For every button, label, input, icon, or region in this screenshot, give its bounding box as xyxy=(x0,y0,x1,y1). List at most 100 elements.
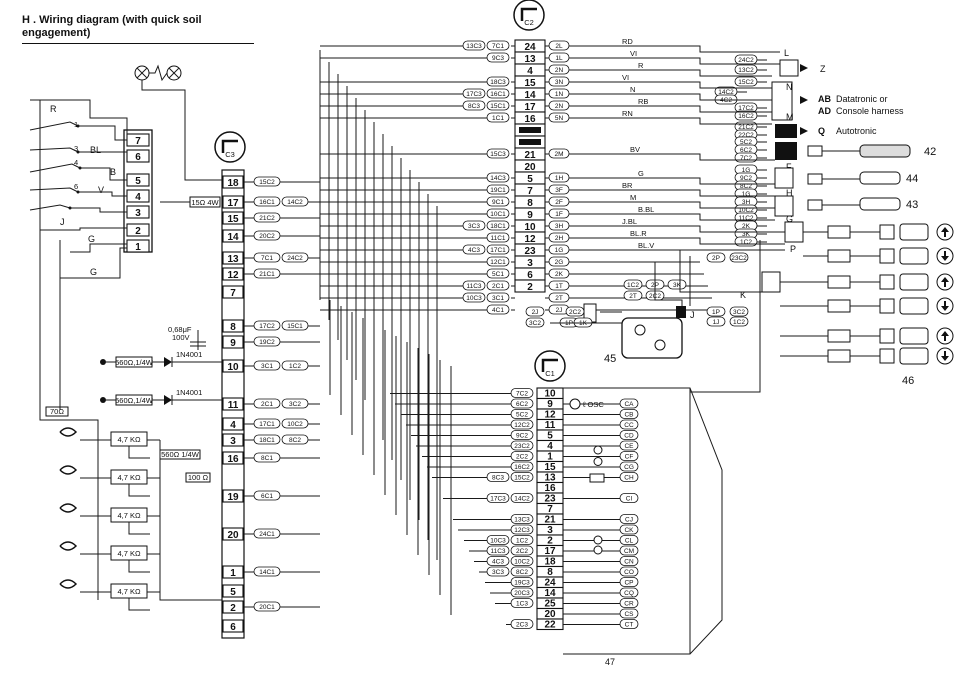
wire-tag: 1F xyxy=(548,208,570,219)
wire-tag: 1P xyxy=(706,306,726,317)
wire-tag-label: CF xyxy=(625,454,634,461)
wire-tag-label: 6C2 xyxy=(740,147,752,154)
pin-number: 4 xyxy=(230,420,236,431)
pin-box xyxy=(222,285,244,299)
left-wire-label-v: V xyxy=(98,185,104,195)
wire-tag-oval xyxy=(619,619,639,629)
connector-c1-pin: 3 xyxy=(536,523,564,536)
wire-tag-label: 7C1 xyxy=(261,255,273,262)
wire-tag: CM xyxy=(619,545,639,556)
wire-tag-label: 14C3 xyxy=(490,175,506,182)
wire-tag-oval xyxy=(619,430,639,440)
wire-tag: 3C3 xyxy=(462,220,486,231)
pin-number: 3 xyxy=(527,258,533,269)
wire-tag-label: 2F xyxy=(555,199,563,206)
wire-tag: 3H xyxy=(548,220,570,231)
oscillator-icon xyxy=(569,398,581,410)
pin-box xyxy=(222,229,244,243)
module-47-label: 47 xyxy=(605,657,615,667)
wire-tag-label: 2G xyxy=(555,259,564,266)
connector-c3-pin: 16 xyxy=(222,451,244,465)
wire-tag-label: 1C2 xyxy=(627,282,639,289)
wire-tag-oval xyxy=(510,535,534,545)
pin-number: 3 xyxy=(547,525,553,536)
wire-tag-label: 2N xyxy=(555,103,564,110)
wire-tag: 1T xyxy=(548,280,570,291)
wire-tag: 2G xyxy=(548,256,570,267)
connector-f-label: F xyxy=(786,162,792,172)
connector-c2-pin: 23 xyxy=(514,243,546,257)
wire-tag-oval xyxy=(619,535,639,545)
diode-icon xyxy=(164,395,172,405)
wire xyxy=(39,100,99,440)
wire-tag: 24C1 xyxy=(253,528,281,539)
connector-c2-pin: 17 xyxy=(514,99,546,113)
wire xyxy=(70,207,127,213)
sensor-icon xyxy=(59,541,78,551)
pin-number: 24 xyxy=(524,42,536,53)
gauge-icon xyxy=(593,535,603,545)
wire-tag: 20C2 xyxy=(253,230,281,241)
wire-tag-label: 9C3 xyxy=(492,55,504,62)
wire-tag-label: 20C3 xyxy=(514,590,530,597)
wire-tag: 1C2 xyxy=(729,316,749,327)
wire-tag: 1C3 xyxy=(510,598,534,608)
solenoid-body xyxy=(879,348,895,364)
connector-c1-pin: 21 xyxy=(536,513,564,526)
left-wire-label-bl: BL xyxy=(90,145,101,155)
valve-45-body xyxy=(621,317,683,359)
wire xyxy=(679,250,762,293)
pin-box xyxy=(126,223,150,237)
solenoid-plug xyxy=(827,225,851,239)
wire-tag-oval xyxy=(510,472,534,482)
wire xyxy=(128,598,150,611)
connector-c3-pin: 19 xyxy=(222,489,244,503)
pin-number: 6 xyxy=(230,622,236,633)
wire-tag-oval xyxy=(729,316,749,327)
pin-box xyxy=(222,489,244,503)
wire-tag-oval xyxy=(486,88,510,99)
pin-number: 13 xyxy=(227,254,239,265)
wire-tag-label: 1J xyxy=(713,319,720,326)
wire-tag-label: 2K xyxy=(742,223,751,230)
left-wire-label-b: B xyxy=(110,167,116,177)
connector-c1-pin: 1 xyxy=(536,450,564,463)
wire-tag: 13C3 xyxy=(462,40,486,51)
wire-tag: 14C2 xyxy=(510,493,534,503)
wire-tag: 19C1 xyxy=(486,184,510,195)
wire-tag: 24C2 xyxy=(281,252,309,263)
wire-tag-label: 2J xyxy=(532,309,539,316)
wire-tag: 20C1 xyxy=(253,601,281,612)
sensor-43-plug xyxy=(807,199,823,211)
left-wire-label-r: R xyxy=(50,104,57,114)
wire-tag-label: 1P xyxy=(712,309,720,316)
oscillator-label: ℓ OSC xyxy=(582,400,604,409)
left-block-pin: 1 xyxy=(126,239,150,253)
wire-tag-label: 18C1 xyxy=(490,223,506,230)
connector-g-label: G xyxy=(786,214,793,224)
wire-tag-label: 21C2 xyxy=(259,215,275,222)
wire xyxy=(656,93,772,101)
wire-tag: 5N xyxy=(548,112,570,123)
pin-box xyxy=(222,397,244,411)
wire xyxy=(128,446,150,459)
pin-number: 7 xyxy=(527,186,533,197)
resistor-70ohm xyxy=(45,406,69,417)
solenoid-coil xyxy=(899,347,929,365)
connector-c3-pin: 6 xyxy=(222,619,244,633)
wire-tag-label: 13C3 xyxy=(466,43,482,50)
switch-number: 6 xyxy=(74,182,78,191)
wire-tag-oval xyxy=(486,244,510,255)
wire-tag-label: 4C1 xyxy=(492,307,504,314)
sensor-icon xyxy=(59,427,78,437)
connector-c2-pin: 8 xyxy=(514,195,546,209)
wire-tag: 15C2 xyxy=(510,472,534,482)
wire-tag-label: 2P xyxy=(712,255,720,262)
wire-tag: CL xyxy=(619,535,639,545)
pin-box xyxy=(222,335,244,349)
wire-color-label: R xyxy=(638,61,644,70)
wire-tag: 10C3 xyxy=(486,535,510,545)
wire-tag-oval xyxy=(619,514,639,524)
connector-c1-pin: 23 xyxy=(536,492,564,505)
pin-number: 17 xyxy=(544,546,556,557)
